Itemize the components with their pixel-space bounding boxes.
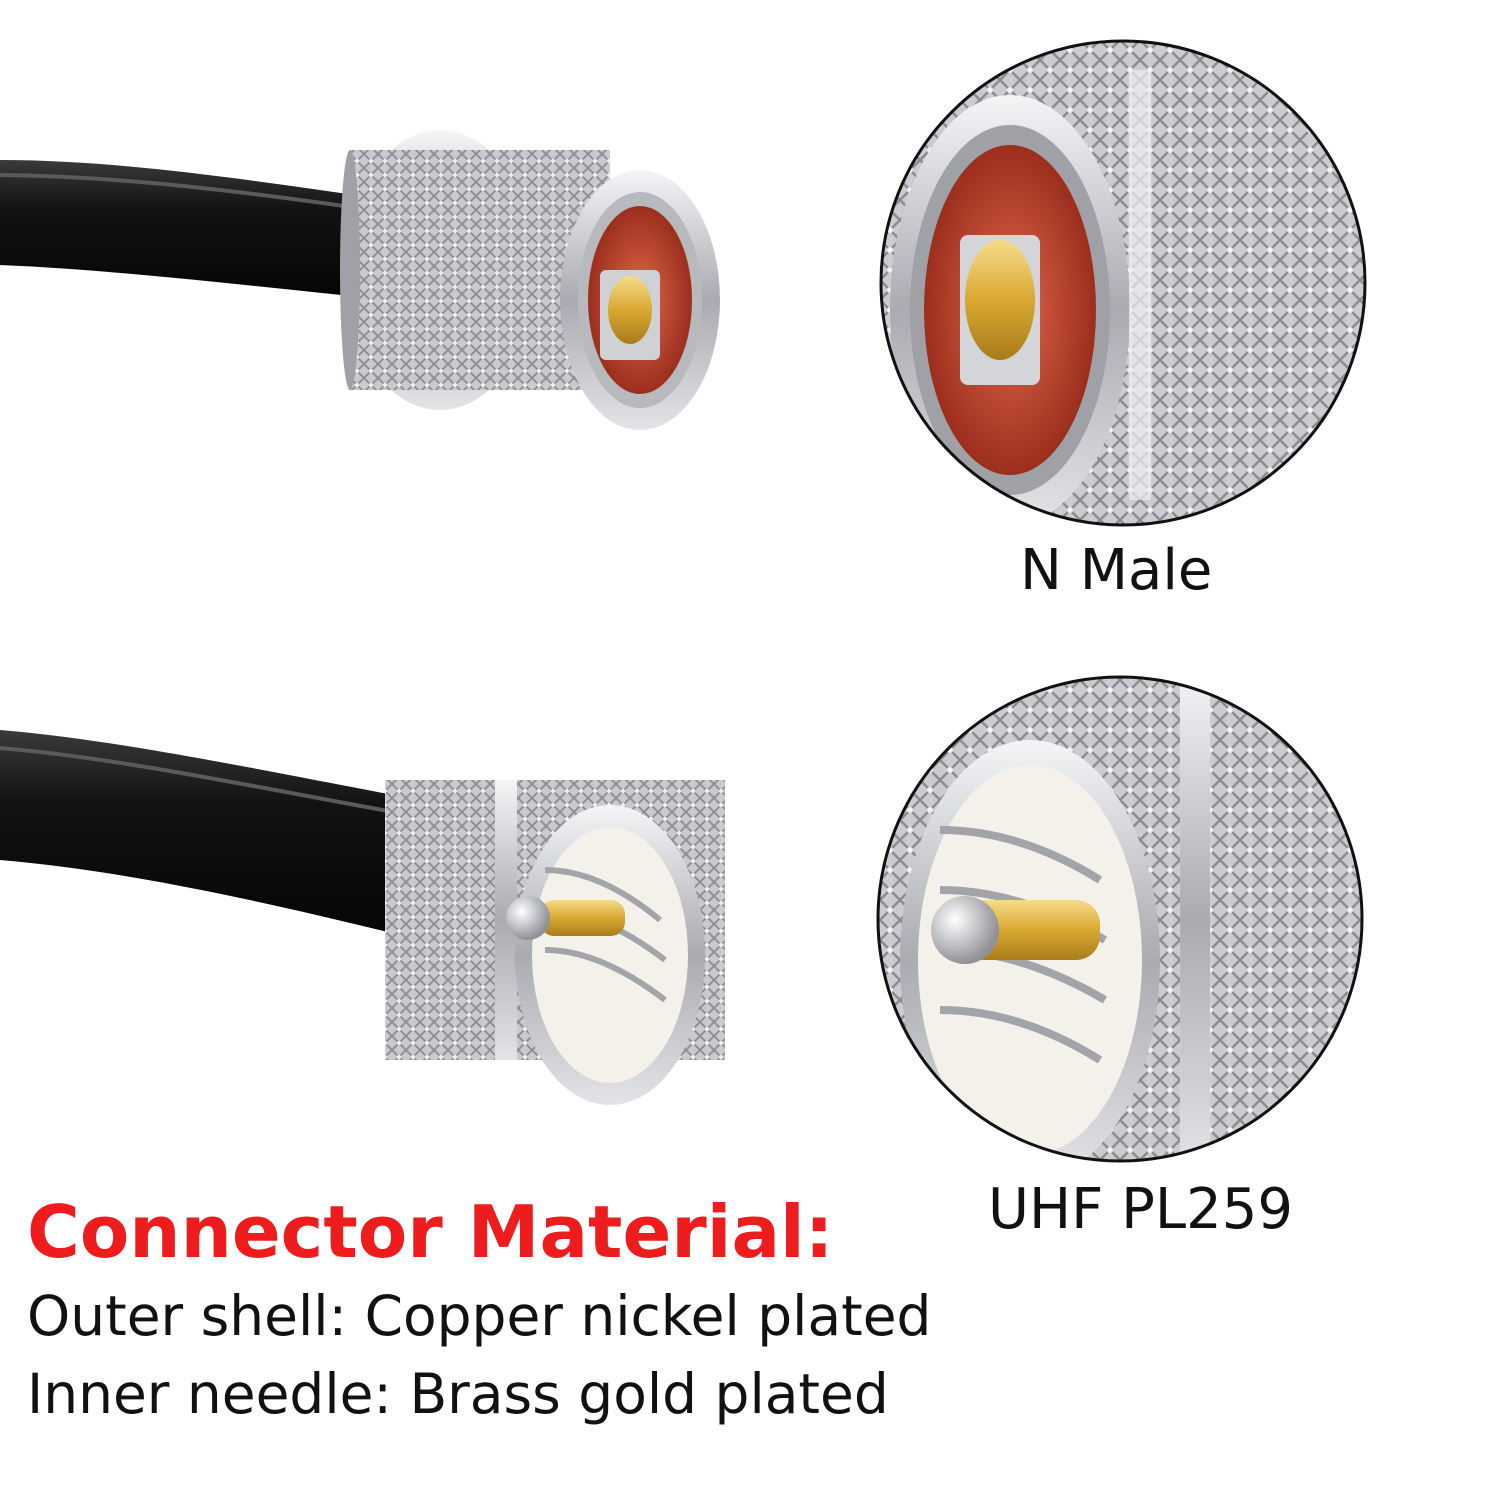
- uhf-zoom: [876, 675, 1364, 1163]
- uhf-pl259-label: UHF PL259: [988, 1177, 1293, 1242]
- uhf-connector: [385, 780, 725, 1105]
- connector-material-heading: Connector Material:: [27, 1190, 834, 1274]
- n-male-cable: [0, 160, 390, 300]
- n-male-zoom: [879, 39, 1367, 527]
- outer-shell-spec: Outer shell: Copper nickel plated: [27, 1284, 932, 1348]
- n-male-connector: [340, 130, 720, 430]
- uhf-cable: [0, 730, 420, 940]
- inner-needle-spec: Inner needle: Brass gold plated: [27, 1362, 889, 1426]
- n-male-label: N Male: [1020, 538, 1213, 603]
